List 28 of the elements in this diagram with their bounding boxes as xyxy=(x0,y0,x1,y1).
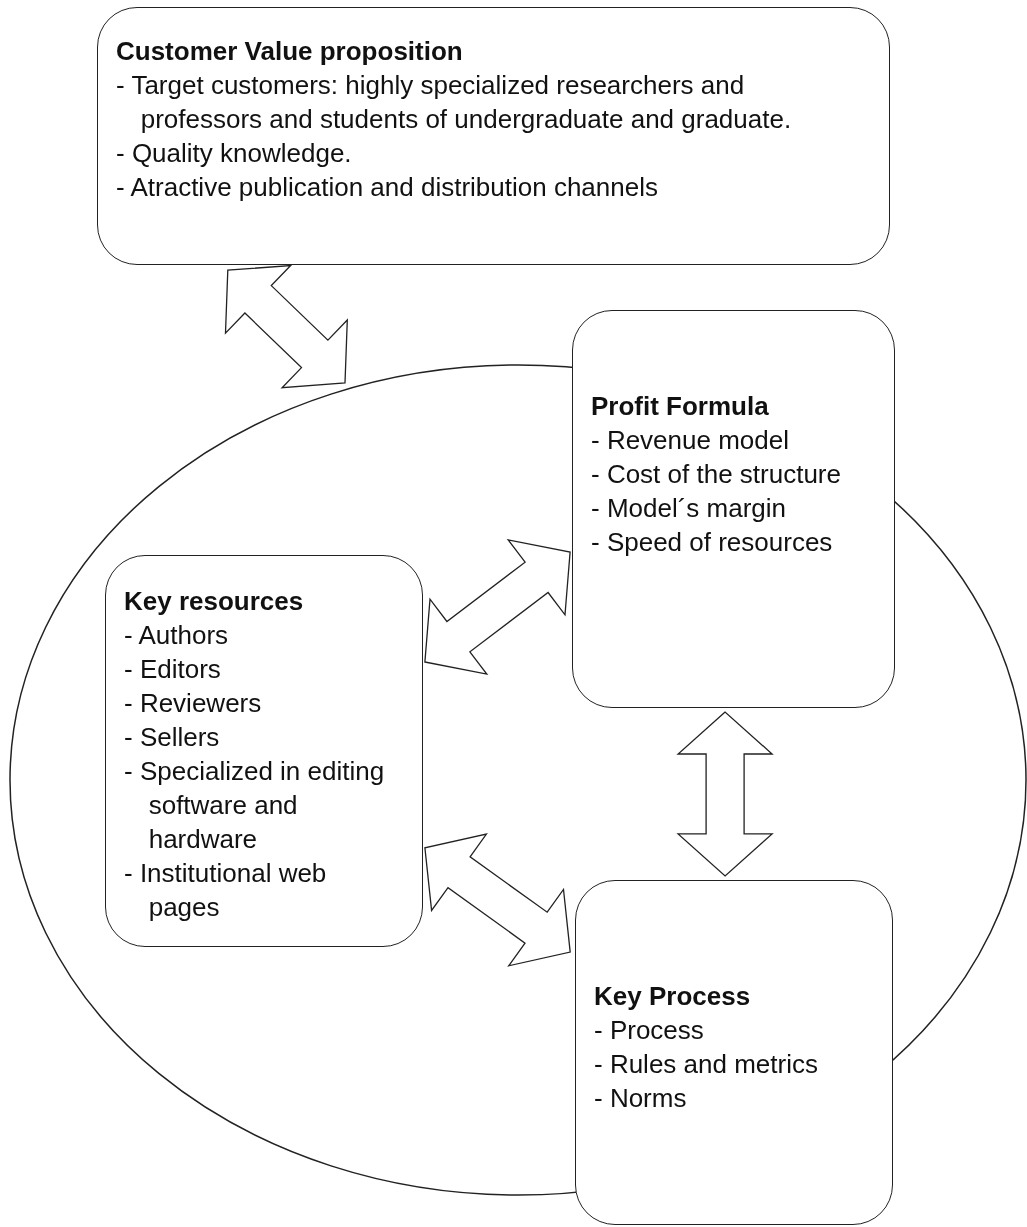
double-block-arrow xyxy=(224,264,348,389)
box-heading: Profit Formula xyxy=(591,390,770,423)
bullet-item: - Authors xyxy=(124,619,230,652)
bullet-item: - Specialized in editing software and hardware xyxy=(124,755,386,856)
bullet-item: - Sellers xyxy=(124,721,221,754)
bullet-item: - Cost of the structure xyxy=(591,458,842,491)
bullet-item: - Target customers: highly specialized researchers and professors and students of undergraduate and graduate. xyxy=(116,69,793,136)
double-block-arrow xyxy=(676,711,774,877)
bullet-item: - Process xyxy=(594,1014,705,1047)
bullet-item: - Model´s margin xyxy=(591,492,788,525)
box-heading: Customer Value proposition xyxy=(116,35,464,68)
bullet-item: - Editors xyxy=(124,653,222,686)
rounded-box xyxy=(97,7,890,265)
bullet-item: - Atractive publication and distribution channels xyxy=(116,171,659,204)
rounded-box xyxy=(572,310,895,708)
double-block-arrow xyxy=(424,833,571,967)
bullet-item: - Quality knowledge. xyxy=(116,137,353,170)
bullet-item: - Revenue model xyxy=(591,424,790,457)
rounded-box xyxy=(575,880,893,1225)
box-heading: Key resources xyxy=(124,585,305,618)
box-heading: Key Process xyxy=(594,980,752,1013)
bullet-item: - Reviewers xyxy=(124,687,263,720)
bullet-item: - Norms xyxy=(594,1082,688,1115)
rounded-box xyxy=(105,555,423,947)
bullet-item: - Speed of resources xyxy=(591,526,834,559)
double-block-arrow xyxy=(424,538,571,676)
bullet-item: - Rules and metrics xyxy=(594,1048,819,1081)
bullet-item: - Institutional web pages xyxy=(124,857,328,924)
